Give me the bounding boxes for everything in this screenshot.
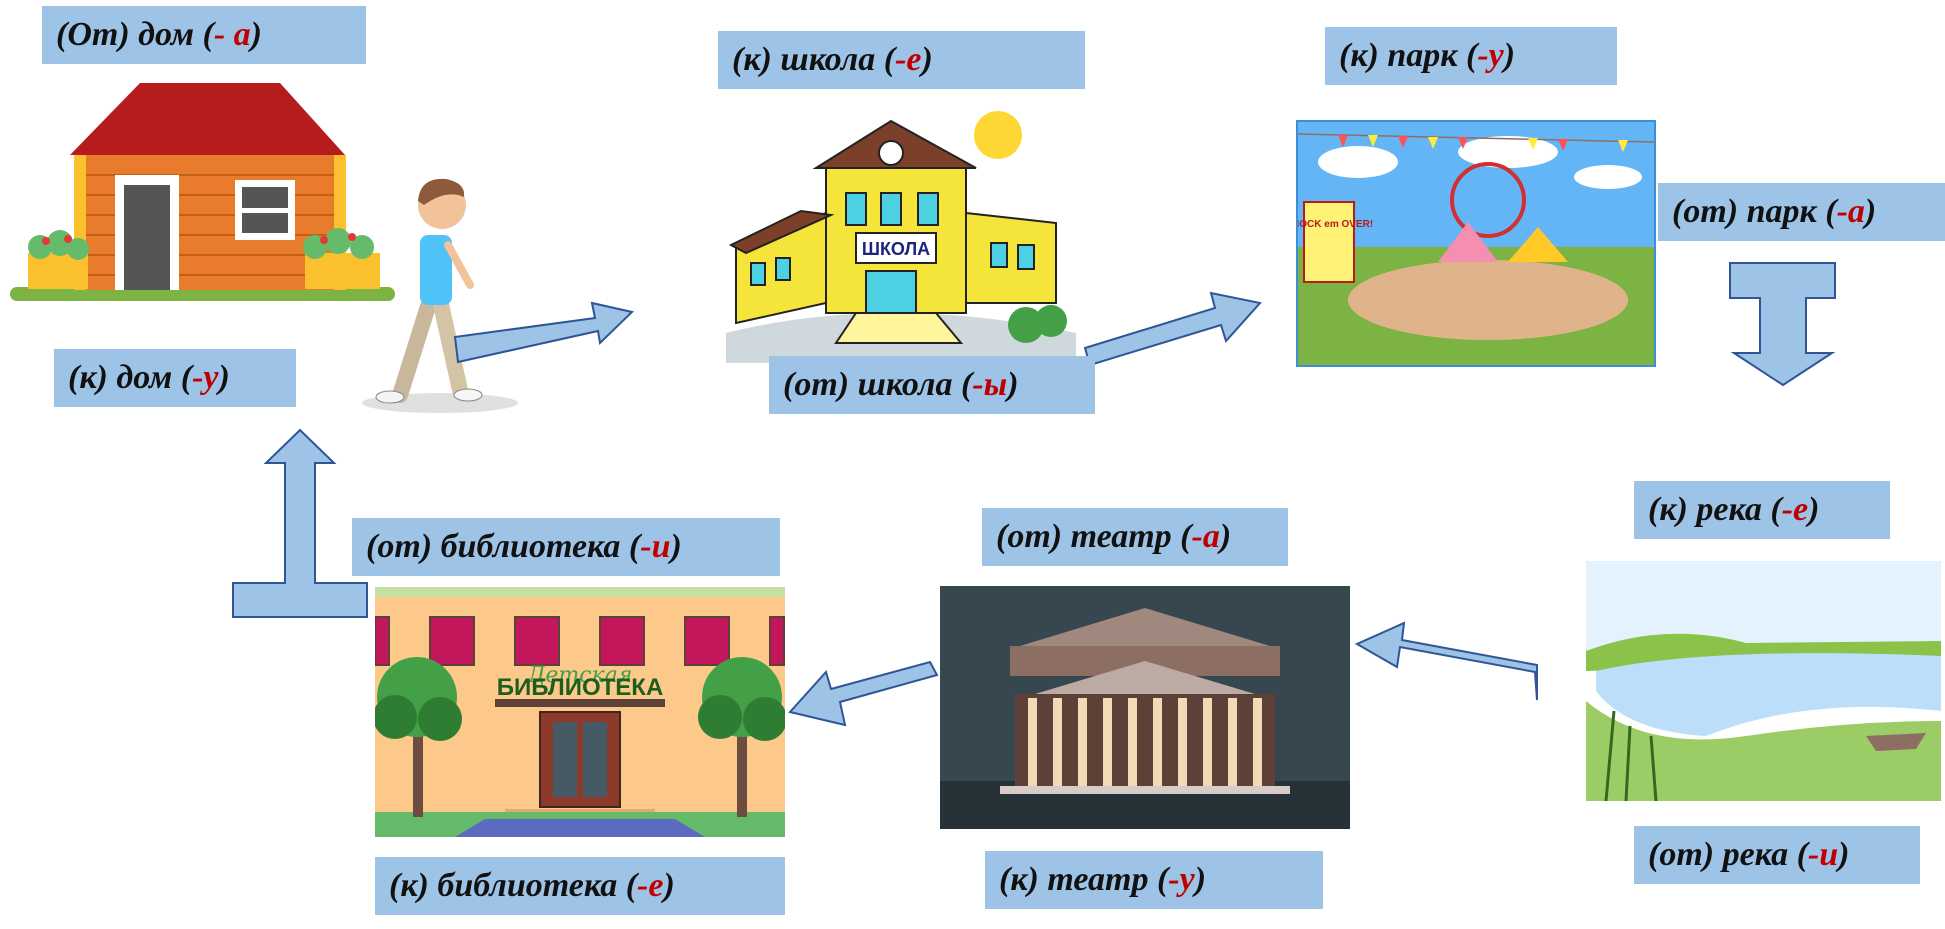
label-text: (к) библиотека (	[389, 867, 638, 904]
label-ending: -е	[895, 41, 922, 78]
label-to-school: (к) школа (-е)	[718, 31, 1085, 89]
label-ending: -е	[637, 867, 664, 904]
theatre-picture	[940, 586, 1350, 829]
school-picture: ШКОЛА	[706, 103, 1084, 363]
label-ending: -а	[1191, 518, 1220, 555]
label-to-house: (к) дом (-у)	[54, 349, 296, 407]
label-text: )	[663, 867, 675, 904]
label-text: )	[250, 16, 262, 53]
label-text: (от) театр (	[996, 518, 1192, 555]
river-picture	[1586, 561, 1941, 801]
label-ending: -а	[1836, 193, 1865, 230]
library-picture: Детская БИБЛИОТЕКА	[375, 587, 785, 837]
label-text: )	[1503, 37, 1516, 74]
library-script-text: Детская	[527, 663, 633, 688]
label-from-house: (От) дом (- а)	[42, 6, 366, 64]
label-to-library: (к) библиотека (-е)	[375, 857, 785, 915]
label-text: (к) театр (	[999, 861, 1169, 898]
label-text: (от) парк (	[1672, 193, 1837, 230]
label-text: )	[218, 359, 230, 396]
label-text: )	[670, 528, 682, 565]
house-picture	[10, 75, 400, 305]
label-from-school: (от) школа (-ы)	[769, 356, 1095, 414]
label-text: (к) парк (	[1339, 37, 1478, 74]
label-ending: -у	[192, 359, 219, 396]
label-text: (к) река (	[1648, 491, 1782, 528]
label-ending: -у	[1477, 37, 1504, 74]
boy-picture	[360, 175, 520, 415]
label-ending: -ы	[972, 366, 1008, 403]
label-ending: -е	[1781, 491, 1809, 528]
label-text: (к) дом (	[68, 359, 193, 396]
park-sign-text: KNOCK em OVER!	[1298, 219, 1373, 230]
label-ending: - а	[213, 16, 251, 53]
label-text: (от) школа (	[783, 366, 973, 403]
label-to-river: (к) река (-е)	[1634, 481, 1890, 539]
label-text: (от) библиотека (	[366, 528, 641, 565]
label-to-theatre: (к) театр (-у)	[985, 851, 1323, 909]
library-sign-text: БИБЛИОТЕКА	[497, 674, 664, 701]
label-text: )	[1864, 193, 1877, 230]
label-from-park: (от) парк (-а)	[1658, 183, 1945, 241]
label-text: )	[1007, 366, 1019, 403]
label-ending: -и	[1807, 836, 1839, 873]
label-text: )	[921, 41, 933, 78]
label-text: )	[1838, 836, 1850, 873]
park-picture: KNOCK em OVER!	[1296, 120, 1656, 367]
label-text: )	[1808, 491, 1820, 528]
label-text: (от) река (	[1648, 836, 1808, 873]
label-text: )	[1194, 861, 1207, 898]
label-from-river: (от) река (-и)	[1634, 826, 1920, 884]
label-text: (От) дом (	[56, 16, 214, 53]
label-text: )	[1219, 518, 1232, 555]
label-ending: -у	[1168, 861, 1195, 898]
label-from-library: (от) библиотека (-и)	[352, 518, 780, 576]
school-sign-text: ШКОЛА	[862, 239, 930, 259]
label-to-park: (к) парк (-у)	[1325, 27, 1617, 85]
label-ending: -и	[640, 528, 671, 565]
label-text: (к) школа (	[732, 41, 896, 78]
label-from-theatre: (от) театр (-а)	[982, 508, 1288, 566]
